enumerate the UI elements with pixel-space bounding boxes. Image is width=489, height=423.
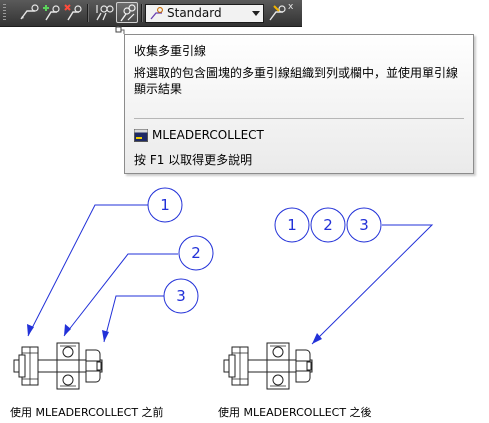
toolbar-separator [141,4,143,22]
close-icon[interactable]: x [288,2,294,12]
add-leader-icon [20,4,39,20]
leaders-before [27,204,178,343]
tooltip-command: MLEADERCOLLECT [152,128,264,142]
svg-text:2: 2 [323,216,333,234]
collect-mleader-button[interactable] [116,2,138,23]
add-leader-plus-icon [43,5,60,21]
balloon-after-1: 1 [274,207,310,243]
tooltip-description: 將選取的包含圖塊的多重引線組織到列或欄中，並使用單引線顯示結果 [134,66,459,96]
leader-after [311,224,434,345]
svg-text:2: 2 [191,244,201,262]
caption-before: 使用 MLEADERCOLLECT 之前 [10,406,164,419]
arrowheads-before [27,324,109,342]
mleader-style-manager-button[interactable] [266,2,288,23]
toolbar-grip[interactable] [3,4,6,22]
multileader-toolbar: Standard x [0,0,302,27]
toolbar-separator [87,4,89,22]
svg-text:1: 1 [287,216,297,234]
arrowhead-after [312,333,322,344]
tooltip-divider [134,118,464,119]
tooltip-title: 收集多重引線 [134,44,207,58]
add-leader-button[interactable] [18,2,40,23]
command-tooltip: 收集多重引線 將選取的包含圖塊的多重引線組織到列或欄中，並使用單引線顯示結果 M… [124,34,474,174]
balloon-before-1: 1 [147,187,183,223]
mleader-style-icon [150,7,163,20]
assembly-after [223,342,313,390]
collect-mleader-icon [120,4,136,22]
align-mleader-button[interactable] [93,2,115,23]
tooltip-help: 按 F1 以取得更多說明 [134,153,253,167]
balloon-after-3: 3 [346,207,382,243]
add-leader-plus-button[interactable] [40,2,62,23]
mleader-style-manager-icon [269,5,286,21]
balloon-after-2: 2 [310,207,346,243]
remove-leader-icon [64,4,82,21]
balloon-before-2: 2 [178,235,214,271]
command-line-icon [134,129,148,142]
remove-leader-button[interactable] [62,2,84,23]
svg-text:1: 1 [160,196,170,214]
align-mleader-icon [96,5,114,21]
mleader-style-value: Standard [167,6,222,20]
mleader-style-select[interactable]: Standard [145,4,264,23]
balloon-before-3: 3 [163,278,199,314]
svg-text:3: 3 [176,287,186,305]
assembly-before [13,342,103,390]
svg-text:3: 3 [359,216,369,234]
caption-after: 使用 MLEADERCOLLECT 之後 [218,406,372,419]
chevron-down-icon[interactable] [252,11,260,16]
